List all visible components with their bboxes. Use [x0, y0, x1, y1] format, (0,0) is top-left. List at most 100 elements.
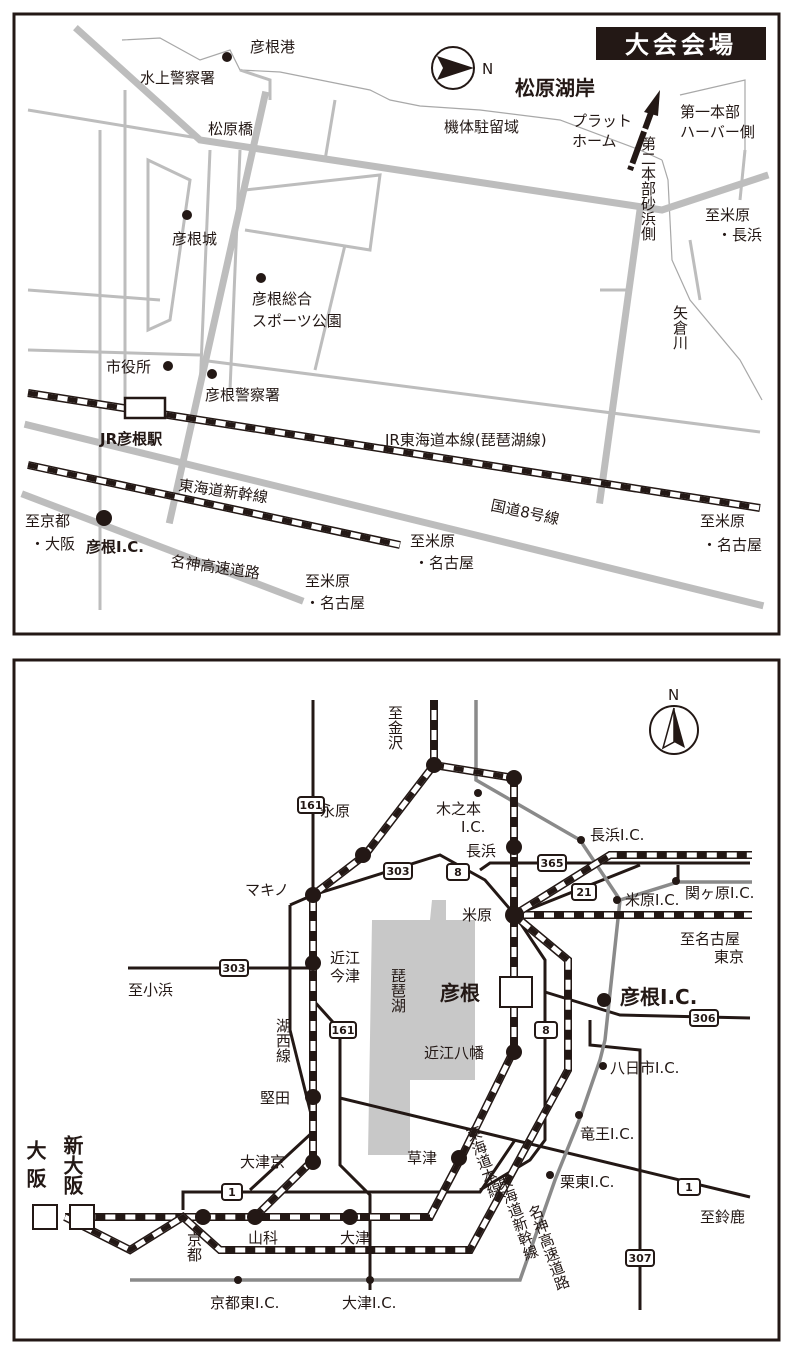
compass-icon-bottom [649, 705, 699, 755]
harbor-line [679, 79, 746, 150]
label-first-hq-2: ハーバー側 [680, 123, 755, 141]
label-hikone-police: 彦根警察署 [205, 386, 280, 404]
label-to-maibara-2: ・長浜 [717, 226, 762, 244]
svg-text:303: 303 [387, 865, 410, 878]
label-to-kanazawa: 至金沢 [386, 705, 404, 750]
label-kyoto: 京都 [185, 1232, 203, 1262]
access-map: N 161 303 8 365 21 303 306 8 161 1 1 307… [12, 658, 781, 1342]
venue-title: 大会会場 [625, 31, 737, 59]
label-ritto-ic: 栗東I.C. [560, 1173, 614, 1191]
label-hikone-ic: 彦根I.C. [86, 538, 144, 556]
route-shield-8-b: 8 [534, 1021, 558, 1039]
label-jr-hikone-station: JR彦根駅 [99, 430, 163, 448]
label-makino: マキノ [245, 881, 289, 899]
rail-segment [27, 462, 401, 548]
route-shield-161: 161 [297, 796, 325, 814]
label-yamashina: 山科 [248, 1229, 278, 1247]
label-omi-imazu-2: 今津 [330, 967, 360, 985]
label-to-nagoya-1: 至名古屋 [680, 930, 740, 948]
svg-text:161: 161 [332, 1024, 355, 1037]
svg-text:1: 1 [228, 1186, 236, 1199]
route-shield-1-b: 1 [677, 1178, 701, 1196]
route-shield-303-b: 303 [219, 959, 249, 977]
label-shin-osaka: 新大阪 [60, 1134, 84, 1196]
label-second-hq: 第二本部砂浜側 [639, 135, 657, 241]
label-kosei-line: 湖西線 [274, 1018, 292, 1063]
label-katata: 堅田 [260, 1089, 290, 1107]
label-kinomoto-ic-2: I.C. [461, 818, 485, 836]
shin-osaka-station-marker [69, 1204, 95, 1230]
label-nagahama: 長浜 [466, 842, 496, 860]
label-to-maibara-nagoya-a2: ・名古屋 [414, 554, 474, 572]
rail-segment [65, 700, 437, 1220]
label-nagahama-ic: 長浜I.C. [590, 826, 644, 844]
label-to-maibara-nagoya-a1: 至米原 [410, 532, 455, 550]
route8-road [23, 420, 765, 610]
label-kyoto-higashi-ic: 京都東I.C. [210, 1294, 279, 1312]
label-kusatsu: 草津 [407, 1149, 437, 1167]
label-to-maibara-nagoya-b2: ・名古屋 [305, 594, 365, 612]
route-shield-307: 307 [625, 1249, 655, 1267]
svg-text:307: 307 [629, 1252, 652, 1265]
label-to-obama: 至小浜 [128, 981, 173, 999]
svg-text:161: 161 [300, 799, 323, 812]
svg-text:21: 21 [576, 886, 591, 899]
route-shield-8: 8 [446, 863, 470, 881]
main-roads [20, 25, 770, 610]
poi-dots [163, 52, 266, 379]
label-yagura-river: 矢倉川 [671, 305, 689, 350]
label-omi-hachiman: 近江八幡 [424, 1044, 484, 1062]
ic-dots [234, 789, 680, 1284]
route-shield-306: 306 [689, 1009, 719, 1027]
compass-icon [431, 46, 475, 90]
label-hikone: 彦根 [440, 981, 480, 1005]
label-omi-imazu-1: 近江 [330, 949, 360, 967]
jr-hikone-station-marker [123, 396, 167, 420]
label-to-maibara-nagoya-c2: ・名古屋 [702, 536, 762, 554]
shoreline [121, 37, 663, 161]
label-otsu-ic: 大津I.C. [342, 1294, 396, 1312]
rail-segment [63, 913, 571, 1253]
label-sekigahara-ic: 関ヶ原I.C. [685, 884, 754, 902]
rail-segment [255, 762, 517, 1220]
yagura-river-line [661, 159, 763, 401]
rail-segment [512, 852, 752, 918]
lake-biwa [368, 900, 475, 1155]
label-otsukyo: 大津京 [240, 1153, 285, 1171]
label-to-kyoto-2: ・大阪 [30, 535, 75, 553]
label-to-maibara-1: 至米原 [705, 206, 750, 224]
label-water-police: 水上警察署 [140, 69, 215, 87]
arrow-up-icon [644, 90, 660, 116]
label-osaka: 大阪 [23, 1140, 47, 1196]
label-maibara: 米原 [462, 906, 492, 924]
hikone-ic-dot [96, 510, 112, 526]
label-to-maibara-nagoya-b1: 至米原 [305, 572, 350, 590]
label-biwako: 琵琶湖 [389, 968, 407, 1014]
label-yokaichi-ic: 八日市I.C. [610, 1059, 679, 1077]
label-hikone-ic-bottom: 彦根I.C. [620, 985, 697, 1009]
label-platform-2: ホーム [572, 132, 617, 150]
svg-text:8: 8 [542, 1024, 550, 1037]
label-to-kyoto-1: 至京都 [25, 512, 70, 530]
label-matsubara-shore: 松原湖岸 [515, 76, 595, 100]
label-kinomoto-ic-1: 木之本 [436, 800, 481, 818]
label-to-suzuka: 至鈴鹿 [700, 1208, 745, 1226]
label-to-nagoya-2: 東京 [714, 948, 744, 966]
route-shield-303: 303 [383, 862, 413, 880]
label-hikone-port: 彦根港 [250, 38, 295, 56]
route-shield-161-b: 161 [329, 1021, 357, 1039]
route-shield-1: 1 [221, 1183, 243, 1201]
station-dots [195, 757, 611, 1225]
north-label-bottom: N [668, 686, 679, 704]
svg-text:1: 1 [685, 1181, 693, 1194]
label-hikone-castle: 彦根城 [172, 230, 217, 248]
label-sports-park-1: 彦根総合 [252, 290, 312, 308]
arrow-shaft [627, 108, 655, 172]
label-jr-line: JR東海道本線(琵琶湖線) [384, 431, 547, 449]
osaka-station-marker [32, 1204, 58, 1230]
svg-text:303: 303 [223, 962, 246, 975]
route-shield-365: 365 [537, 854, 567, 872]
streets [27, 68, 761, 610]
label-maibara-ic: 米原I.C. [625, 891, 679, 909]
label-otsu: 大津 [340, 1229, 370, 1247]
